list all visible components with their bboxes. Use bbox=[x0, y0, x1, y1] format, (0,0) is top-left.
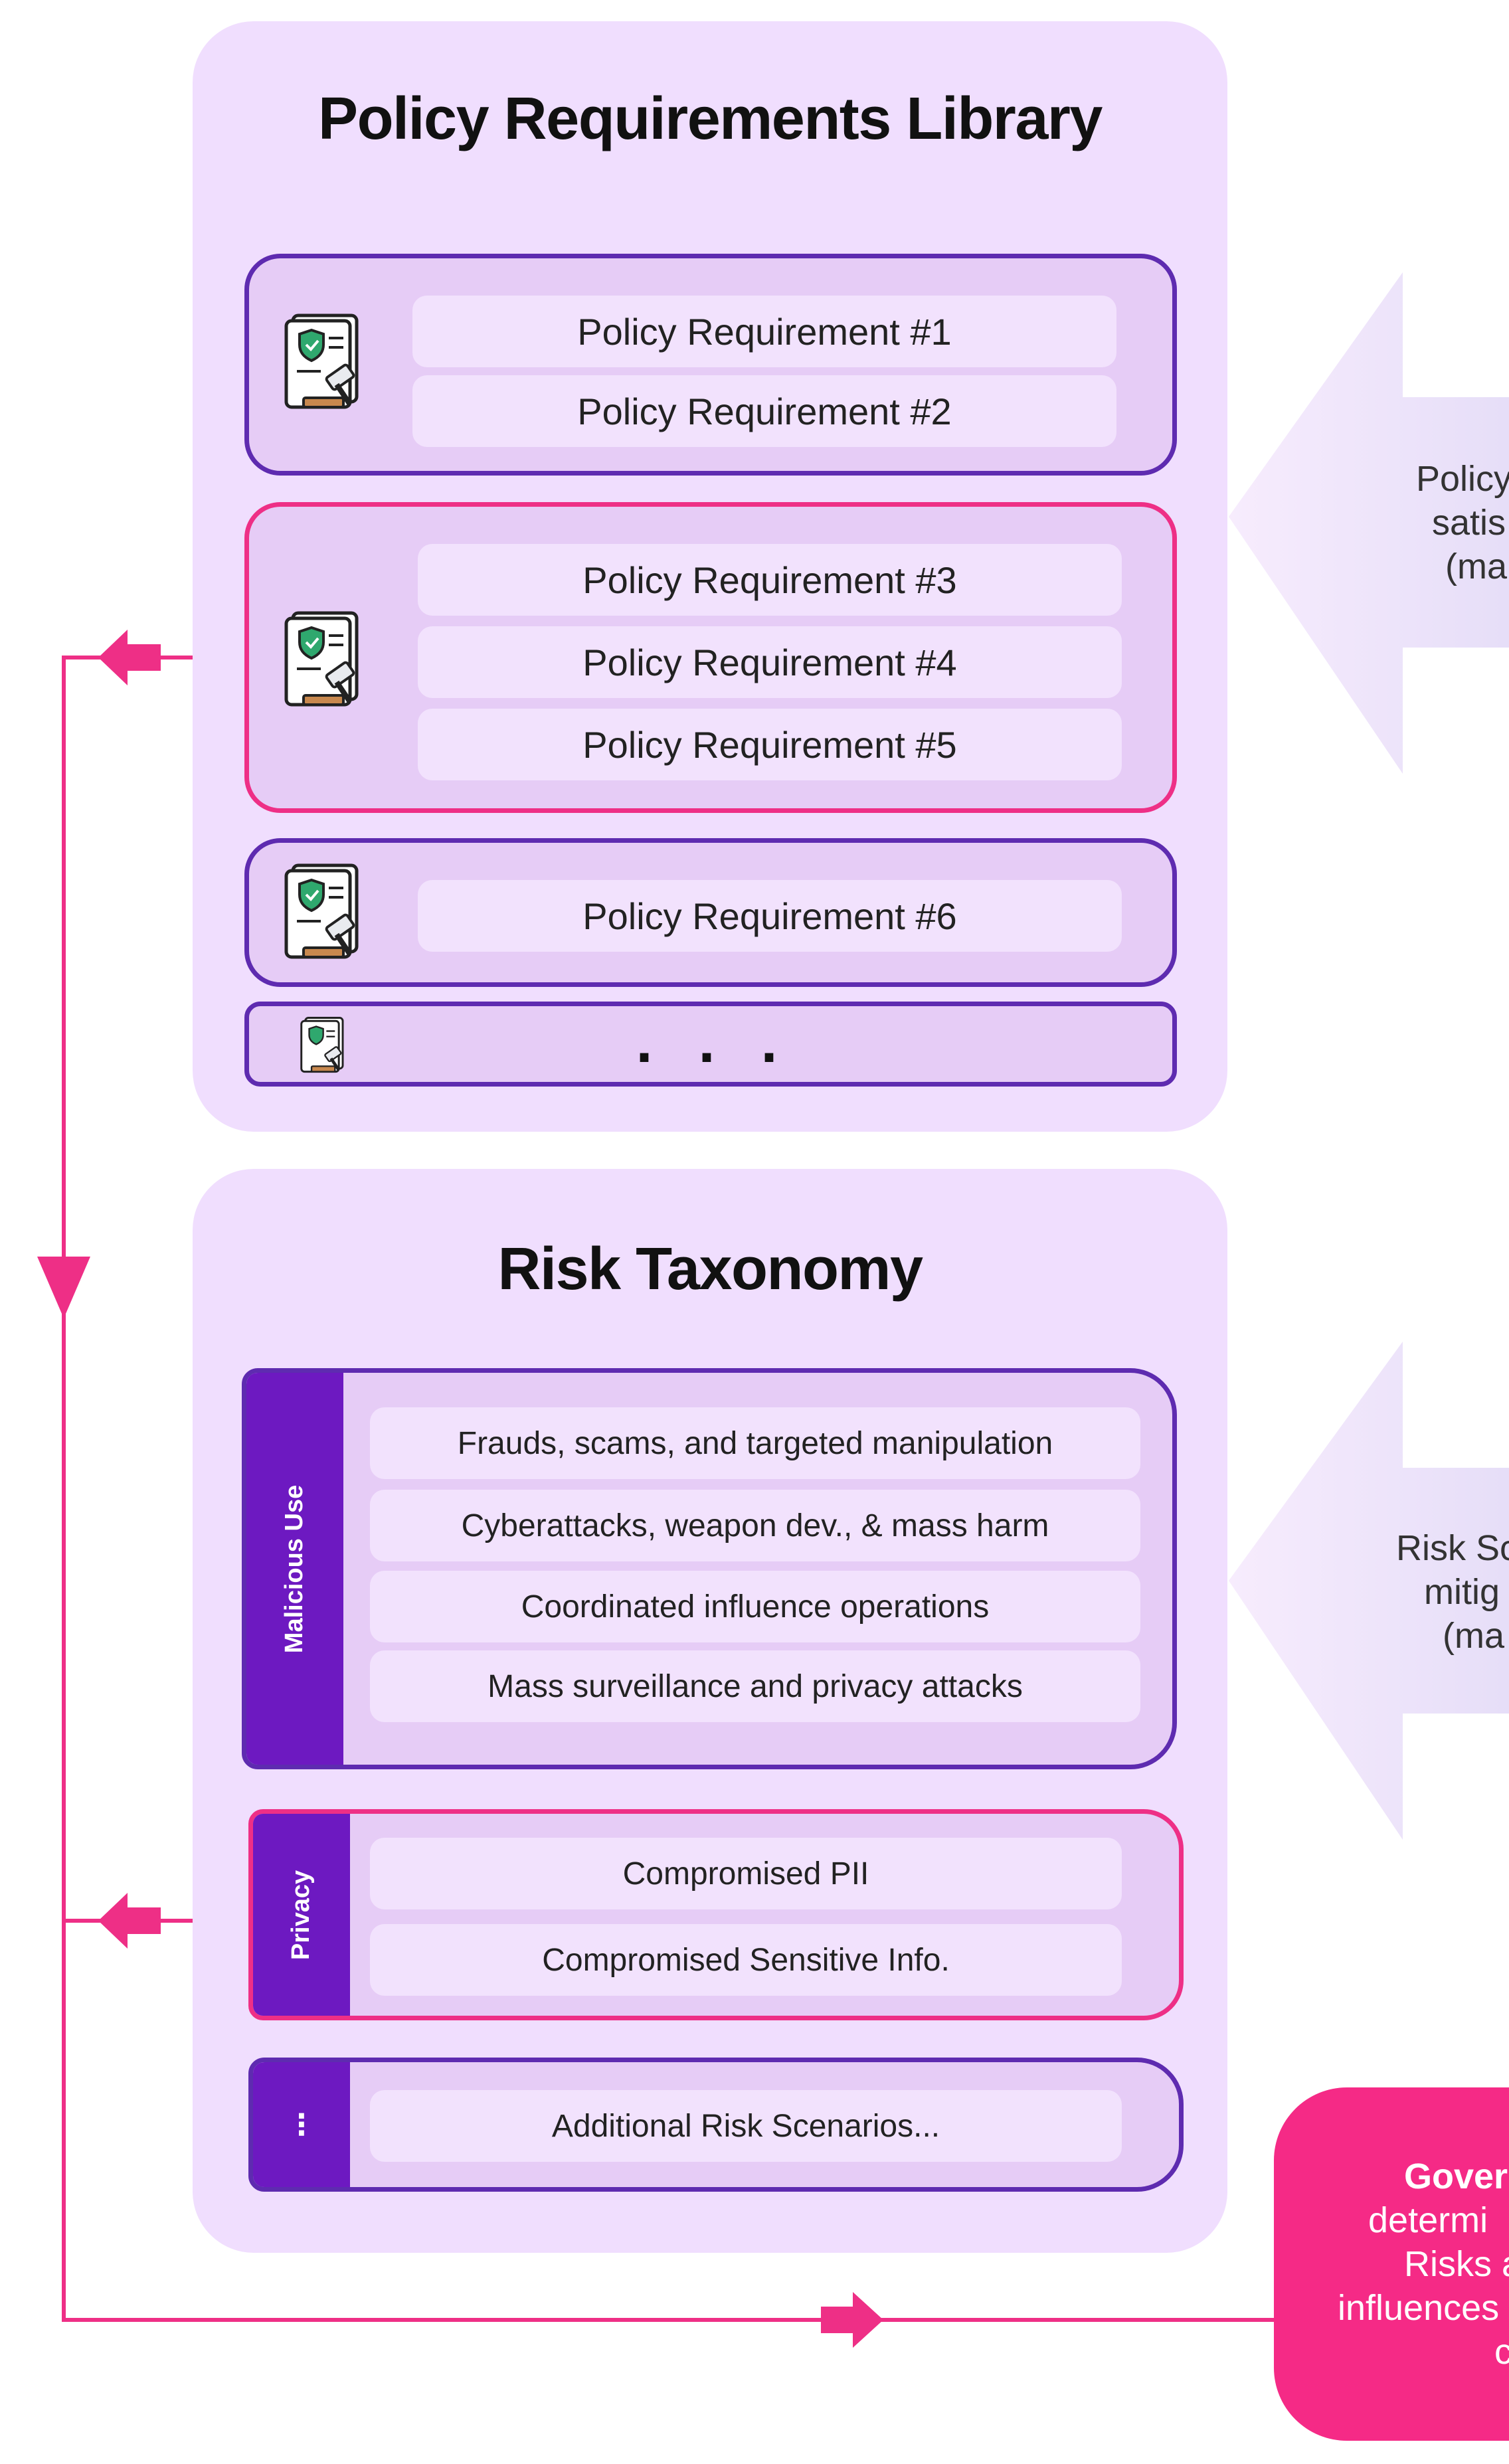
policy-requirement-2: Policy Requirement #2 bbox=[412, 375, 1116, 447]
risk-item: Mass surveillance and privacy attacks bbox=[370, 1650, 1140, 1722]
policy-group-1: Policy Requirement #1 Policy Requirement… bbox=[244, 254, 1177, 476]
risk-category-additional: ⋮ Additional Risk Scenarios... bbox=[248, 2058, 1184, 2192]
policy-requirement-1: Policy Requirement #1 bbox=[412, 296, 1116, 367]
policy-requirement-5: Policy Requirement #5 bbox=[418, 709, 1122, 780]
governance-text: Gover determi Risks a influences c bbox=[1338, 2156, 1509, 2372]
category-label: Malicious Use bbox=[280, 1484, 309, 1653]
risk-item: Frauds, scams, and targeted manipulation bbox=[370, 1407, 1140, 1479]
policy-group-3: Policy Requirement #6 bbox=[244, 838, 1177, 987]
policy-group-more: . . . bbox=[244, 1002, 1177, 1087]
category-bar-malicious-use: Malicious Use bbox=[246, 1373, 343, 1765]
arrow-right-governance bbox=[821, 2292, 883, 2348]
policy-arrow-text: Policy satis (ma bbox=[1416, 459, 1509, 586]
policy-document-gavel-icon bbox=[281, 609, 371, 715]
category-label: Privacy bbox=[287, 1870, 315, 1960]
category-label: ⋮ bbox=[287, 2108, 316, 2141]
risk-side-arrow bbox=[1229, 1342, 1509, 1840]
category-bar-privacy: Privacy bbox=[253, 1814, 350, 2016]
governance-box bbox=[1274, 2087, 1509, 2441]
arrow-down-stem bbox=[52, 1257, 76, 1285]
risk-category-privacy: Privacy Compromised PII Compromised Sens… bbox=[248, 1809, 1184, 2020]
policy-requirement-3: Policy Requirement #3 bbox=[418, 544, 1122, 616]
risk-item: Compromised PII bbox=[370, 1838, 1122, 1909]
risk-category-malicious-use: Malicious Use Frauds, scams, and targete… bbox=[242, 1368, 1177, 1769]
category-bar-additional: ⋮ bbox=[253, 2062, 350, 2187]
arrow-left-privacy bbox=[98, 1893, 161, 1949]
risk-item: Additional Risk Scenarios... bbox=[370, 2090, 1122, 2162]
policy-library-title: Policy Requirements Library bbox=[318, 86, 1103, 152]
policy-document-gavel-icon bbox=[298, 1015, 351, 1078]
risk-arrow-text: Risk Sc mitig (ma bbox=[1396, 1528, 1509, 1656]
arrow-down-main bbox=[37, 1257, 90, 1318]
risk-taxonomy-title: Risk Taxonomy bbox=[497, 1236, 923, 1302]
policy-document-gavel-icon bbox=[281, 861, 371, 968]
policy-group-2: Policy Requirement #3 Policy Requirement… bbox=[244, 502, 1177, 813]
arrow-left-policy bbox=[98, 630, 161, 685]
risk-item: Cyberattacks, weapon dev., & mass harm bbox=[370, 1490, 1140, 1561]
risk-item: Compromised Sensitive Info. bbox=[370, 1924, 1122, 1996]
policy-requirement-6: Policy Requirement #6 bbox=[418, 880, 1122, 952]
policy-ellipsis: . . . bbox=[636, 1008, 792, 1075]
policy-document-gavel-icon bbox=[281, 311, 371, 418]
policy-side-arrow bbox=[1229, 272, 1509, 774]
policy-requirement-4: Policy Requirement #4 bbox=[418, 626, 1122, 698]
risk-item: Coordinated influence operations bbox=[370, 1571, 1140, 1642]
